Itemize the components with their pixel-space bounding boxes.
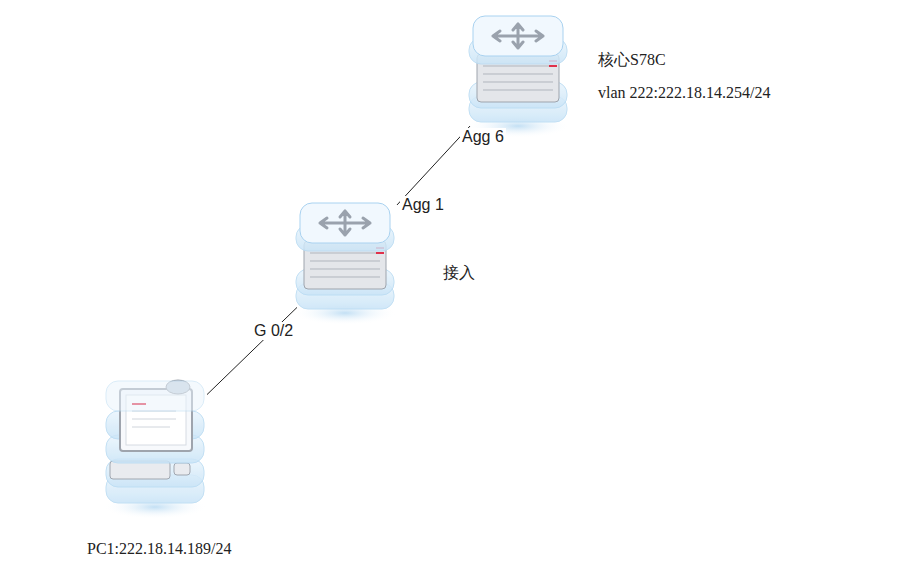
port-label: G 0/2 — [252, 322, 295, 340]
pc: PC1:222.18.14.189/24 — [107, 381, 207, 505]
device-note: vlan 222:222.18.14.254/24 — [598, 83, 770, 102]
core-switch-icon — [466, 16, 570, 138]
device-title: 接入 — [443, 263, 475, 282]
pc-icon — [103, 380, 207, 519]
device-title: 核心S78C — [598, 50, 666, 69]
port-label: Agg 6 — [460, 128, 506, 146]
access-switch-icon — [293, 203, 397, 325]
port-label: Agg 1 — [400, 196, 446, 214]
device-title: PC1:222.18.14.189/24 — [87, 539, 231, 558]
core-switch: 核心S78Cvlan 222:222.18.14.254/24 — [470, 14, 570, 130]
access-switch: 接入 — [297, 201, 397, 317]
link-line — [207, 307, 297, 394]
